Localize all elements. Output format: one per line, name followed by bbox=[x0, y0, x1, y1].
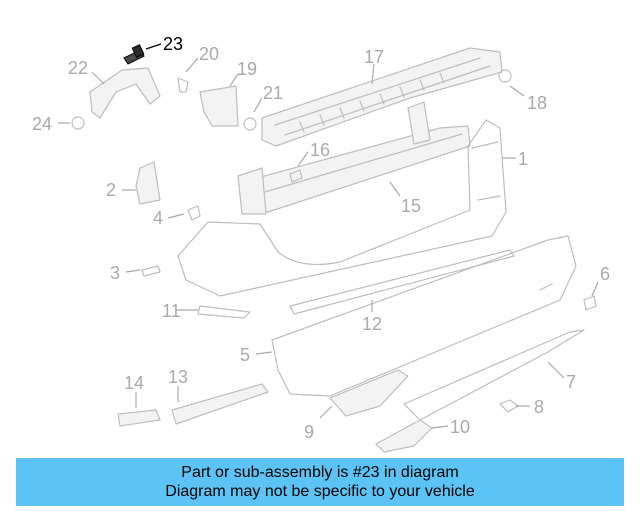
part-1-drawing bbox=[177, 119, 507, 297]
part-10-drawing bbox=[375, 419, 433, 453]
part-2-drawing bbox=[135, 161, 161, 205]
part-19-drawing bbox=[199, 85, 239, 127]
part-number-24[interactable]: 24 bbox=[32, 114, 52, 134]
part-number-19[interactable]: 19 bbox=[237, 59, 257, 79]
part-number-16[interactable]: 16 bbox=[310, 140, 330, 160]
part-17-drawing bbox=[261, 47, 503, 147]
part-number-8[interactable]: 8 bbox=[534, 397, 544, 417]
info-banner: Part or sub-assembly is #23 in diagram D… bbox=[16, 458, 624, 506]
part-22-drawing bbox=[89, 67, 161, 119]
part-14-drawing bbox=[117, 409, 161, 427]
part-number-18[interactable]: 18 bbox=[527, 93, 547, 113]
banner-line-2: Diagram may not be specific to your vehi… bbox=[165, 483, 475, 500]
part-12-drawing bbox=[289, 249, 515, 315]
part-number-23[interactable]: 23 bbox=[163, 34, 183, 54]
parts-diagram: 23 22 20 19 17 18 21 24 1 16 15 2 4 3 11… bbox=[32, 34, 610, 453]
part-number-3[interactable]: 3 bbox=[110, 263, 120, 283]
banner-line-1: Part or sub-assembly is #23 in diagram bbox=[181, 464, 459, 481]
part-number-4[interactable]: 4 bbox=[153, 208, 163, 228]
part-number-17[interactable]: 17 bbox=[364, 47, 384, 67]
part-number-11[interactable]: 11 bbox=[162, 301, 181, 321]
part-number-20[interactable]: 20 bbox=[199, 44, 219, 64]
part-5-drawing bbox=[271, 235, 577, 397]
part-number-12[interactable]: 12 bbox=[362, 314, 382, 334]
part-number-10[interactable]: 10 bbox=[450, 417, 470, 437]
part-number-7[interactable]: 7 bbox=[566, 372, 576, 392]
fasteners-drawing bbox=[71, 69, 597, 413]
part-11-drawing bbox=[197, 305, 251, 319]
part-23-drawing bbox=[123, 44, 145, 65]
part-number-1[interactable]: 1 bbox=[518, 149, 528, 169]
part-number-21[interactable]: 21 bbox=[263, 83, 283, 103]
part-number-15[interactable]: 15 bbox=[401, 196, 421, 216]
part-number-2[interactable]: 2 bbox=[106, 180, 116, 200]
part-number-9[interactable]: 9 bbox=[304, 422, 314, 442]
part-13-drawing bbox=[171, 383, 269, 425]
part-7-drawing bbox=[403, 329, 585, 421]
part-number-6[interactable]: 6 bbox=[600, 264, 610, 284]
part-number-5[interactable]: 5 bbox=[240, 345, 250, 365]
part-9-drawing bbox=[329, 369, 409, 417]
part-15-drawing bbox=[237, 101, 471, 215]
part-number-13[interactable]: 13 bbox=[168, 367, 188, 387]
part-number-22[interactable]: 22 bbox=[68, 58, 88, 78]
part-number-14[interactable]: 14 bbox=[124, 373, 144, 393]
